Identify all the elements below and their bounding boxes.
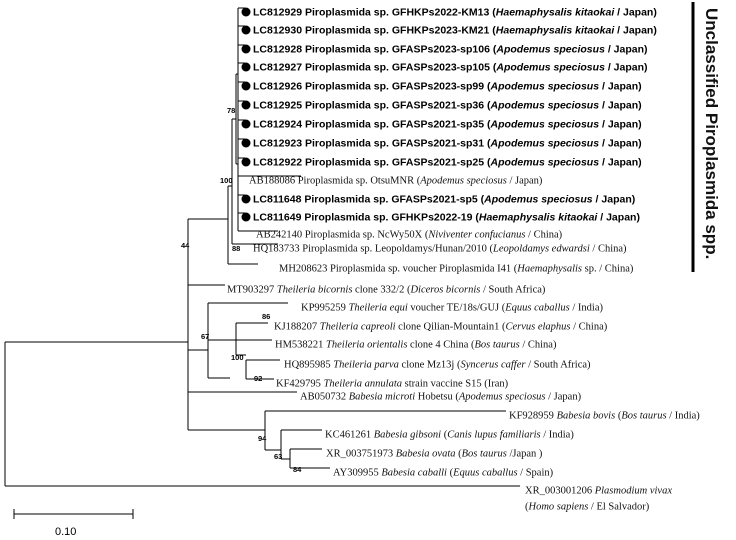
taxon-label: AB242140 Piroplasmida sp. NcWy50X (Niviv… [256, 230, 563, 241]
taxon-label: KP995259 Theileria equi voucher TE/18s/G… [301, 303, 603, 314]
bootstrap-value: 92 [254, 374, 262, 383]
sequence-marker-icon [241, 212, 251, 222]
taxon-label: KC461261 Babesia gibsoni (Canis lupus fa… [325, 430, 574, 441]
taxon-label: XR_003751973 Babesia ovata (Bos taurus /… [326, 449, 543, 460]
sequence-marker-icon [241, 7, 251, 17]
sequence-marker-icon [241, 119, 251, 129]
taxon-label: HM538221 Theileria orientalis clone 4 Ch… [275, 340, 557, 351]
bootstrap-values: 78 100 44 88 86 67 100 92 94 63 84 [181, 106, 302, 474]
sequence-marker-icon [241, 100, 251, 110]
bootstrap-value: 88 [232, 244, 240, 253]
taxon-label: KF928959 Babesia bovis (Bos taurus / Ind… [509, 411, 700, 422]
bootstrap-value: 67 [201, 332, 209, 341]
taxon-label: LC812923 Piroplasmida sp. GFASPs2021-sp3… [253, 138, 642, 150]
sequence-marker-icon [241, 62, 251, 72]
taxon-label: LC812924 Piroplasmida sp. GFASPs2021-sp3… [253, 119, 642, 131]
bootstrap-value: 94 [258, 434, 267, 443]
sequence-marker-icon [241, 25, 251, 35]
taxon-label: AY309955 Babesia caballi (Equus caballus… [333, 468, 554, 479]
clade-label: Unclassified Piroplasmida spp. [702, 8, 721, 259]
scale-bar [13, 509, 134, 519]
sequence-marker-icon [241, 157, 251, 167]
bootstrap-value: 100 [231, 353, 244, 362]
taxon-label: MH208623 Piroplasmida sp. voucher Piropl… [279, 264, 634, 275]
bootstrap-value: 44 [181, 241, 190, 250]
bootstrap-value: 78 [227, 106, 235, 115]
taxon-label: KF429795 Theileria annulata strain vacci… [276, 379, 509, 390]
taxon-label: LC812927 Piroplasmida sp. GFASPs2023-sp1… [253, 62, 648, 74]
taxon-label: AB050732 Babesia microti Hobetsu (Apodem… [300, 392, 582, 403]
taxon-label: LC811649 Piroplasmida sp. GFHKPs2022-19 … [253, 212, 640, 224]
taxon-label: AB188086 Piroplasmida sp. OtsuMNR (Apode… [249, 176, 543, 187]
taxon-label: LC812926 Piroplasmida sp. GFASPs2023-sp9… [253, 81, 642, 93]
sequence-marker-icon [241, 194, 251, 204]
taxon-label: XR_003001206 Plasmodium vivax [525, 486, 672, 497]
taxon-label: LC812922 Piroplasmida sp. GFASPs2021-sp2… [253, 157, 642, 169]
taxon-label: LC812928 Piroplasmida sp. GFASPs2023-sp1… [253, 44, 648, 56]
taxon-label: HQ895985 Theileria parva clone Mz13j (Sy… [284, 360, 591, 371]
taxon-label: (Homo sapiens / El Salvador) [525, 502, 650, 513]
sequence-marker-icon [241, 81, 251, 91]
taxon-label: KJ188207 Theileria capreoli clone Qilian… [274, 322, 608, 333]
tree-branches [4, 7, 520, 487]
bootstrap-value: 84 [293, 465, 302, 474]
sequence-marker-icon [241, 138, 251, 148]
taxon-label: LC812930 Piroplasmida sp. GFHKPs2023-KM2… [253, 25, 657, 37]
scale-label: 0.10 [55, 526, 76, 538]
bootstrap-value: 86 [262, 312, 270, 321]
sequence-marker-icon [241, 44, 251, 54]
tip-labels: LC812929 Piroplasmida sp. GFHKPs2022-KM1… [227, 7, 700, 513]
bootstrap-value: 63 [274, 452, 282, 461]
bootstrap-value: 100 [220, 176, 233, 185]
taxon-label: LC812929 Piroplasmida sp. GFHKPs2022-KM1… [253, 7, 657, 19]
taxon-label: LC811648 Piroplasmida sp. GFASPs2021-sp5… [253, 194, 635, 206]
tip-markers [241, 7, 251, 222]
taxon-label: MT903297 Theileria bicornis clone 332/2 … [227, 285, 546, 296]
taxon-label: LC812925 Piroplasmida sp. GFASPs2021-sp3… [253, 100, 642, 112]
taxon-label: HQ183733 Piroplasmida sp. Leopoldamys/Hu… [253, 244, 627, 255]
